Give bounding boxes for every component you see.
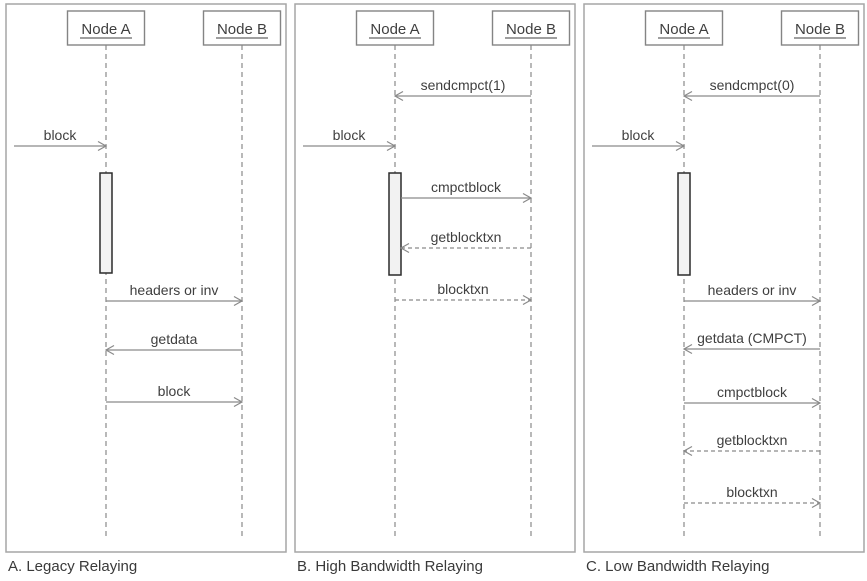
message-label: block (622, 127, 656, 143)
arrowhead (97, 140, 108, 152)
message-label: headers or inv (130, 282, 219, 298)
panel-a: Node A Node B block headers or inv getdata bl… (5, 3, 287, 575)
sequence-canvas-a: Node A Node B block headers or inv getdata bl… (5, 3, 287, 553)
panel-caption-b: B. High Bandwidth Relaying (297, 558, 483, 575)
node-label-a: Node A (370, 21, 419, 38)
panel-frame (294, 3, 576, 553)
message-label: block (333, 127, 367, 143)
node-box-b (780, 10, 860, 46)
panel-caption-c: C. Low Bandwidth Relaying (586, 558, 770, 575)
arrowhead (682, 90, 693, 102)
activation-bar (388, 172, 402, 276)
node-box-a (355, 10, 435, 46)
message-label: getblocktxn (431, 229, 502, 245)
arrowhead (399, 242, 410, 254)
message-label: block (158, 383, 192, 399)
message-label: blocktxn (437, 281, 488, 297)
arrowhead (233, 396, 244, 408)
arrowhead (682, 445, 693, 457)
node-box-a (66, 10, 146, 46)
activation-bar (99, 172, 113, 274)
arrowhead (811, 397, 822, 409)
arrowhead (675, 140, 686, 152)
message-label: getdata (CMPCT) (697, 330, 807, 346)
panel-c: Node A Node B sendcmpct(0) block headers or … (583, 3, 865, 575)
message-label: getblocktxn (717, 432, 788, 448)
message-label: cmpctblock (431, 179, 502, 195)
message-label: sendcmpct(1) (421, 77, 506, 93)
panel-caption-a: A. Legacy Relaying (8, 558, 138, 575)
arrowhead (386, 140, 397, 152)
activation-bar (677, 172, 691, 276)
node-label-b: Node B (795, 21, 845, 38)
panel-frame (5, 3, 287, 553)
message-label: getdata (151, 331, 198, 347)
arrowhead (682, 343, 693, 355)
arrowhead (522, 294, 533, 306)
node-box-b (202, 10, 282, 46)
arrowhead (811, 497, 822, 509)
message-label: blocktxn (726, 484, 777, 500)
arrowhead (811, 295, 822, 307)
arrowhead (233, 295, 244, 307)
node-box-a (644, 10, 724, 46)
node-label-a: Node A (81, 21, 130, 38)
panel-frame (583, 3, 865, 553)
sequence-canvas-b: Node A Node B sendcmpct(1) block cmpctblock g… (294, 3, 576, 553)
panel-b: Node A Node B sendcmpct(1) block cmpctblock g… (294, 3, 576, 575)
sequence-canvas-c: Node A Node B sendcmpct(0) block headers or … (583, 3, 865, 553)
node-label-b: Node B (506, 21, 556, 38)
message-label: headers or inv (708, 282, 797, 298)
arrowhead (393, 90, 404, 102)
node-box-b (491, 10, 571, 46)
message-label: sendcmpct(0) (710, 77, 795, 93)
node-label-a: Node A (659, 21, 708, 38)
arrowhead (104, 344, 115, 356)
node-label-b: Node B (217, 21, 267, 38)
message-label: block (44, 127, 78, 143)
message-label: cmpctblock (717, 384, 788, 400)
arrowhead (522, 192, 533, 204)
